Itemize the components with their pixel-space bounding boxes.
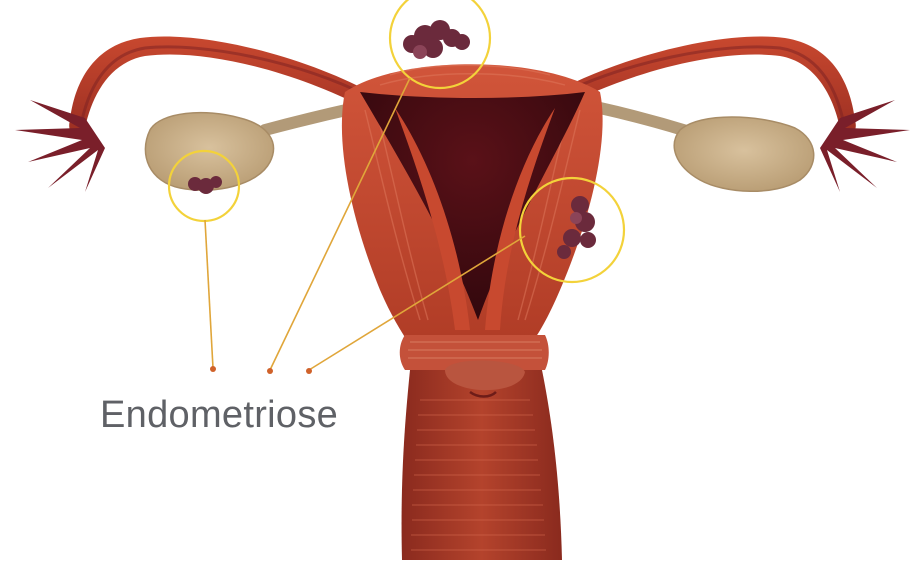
right-ovary bbox=[674, 117, 813, 191]
leader-dot-left-ovary bbox=[210, 366, 216, 372]
leader-dot-uterine-wall bbox=[306, 368, 312, 374]
uterus-body bbox=[342, 64, 603, 345]
lesion-left-ovary bbox=[188, 176, 222, 194]
leader-dot-fundus bbox=[267, 368, 273, 374]
diagram-label: Endometriose bbox=[100, 394, 338, 437]
left-fimbriae bbox=[15, 100, 105, 192]
vagina bbox=[402, 360, 562, 560]
lesion-fundus bbox=[403, 20, 470, 59]
leader-line-left-ovary bbox=[205, 220, 213, 368]
right-fimbriae bbox=[820, 100, 910, 192]
